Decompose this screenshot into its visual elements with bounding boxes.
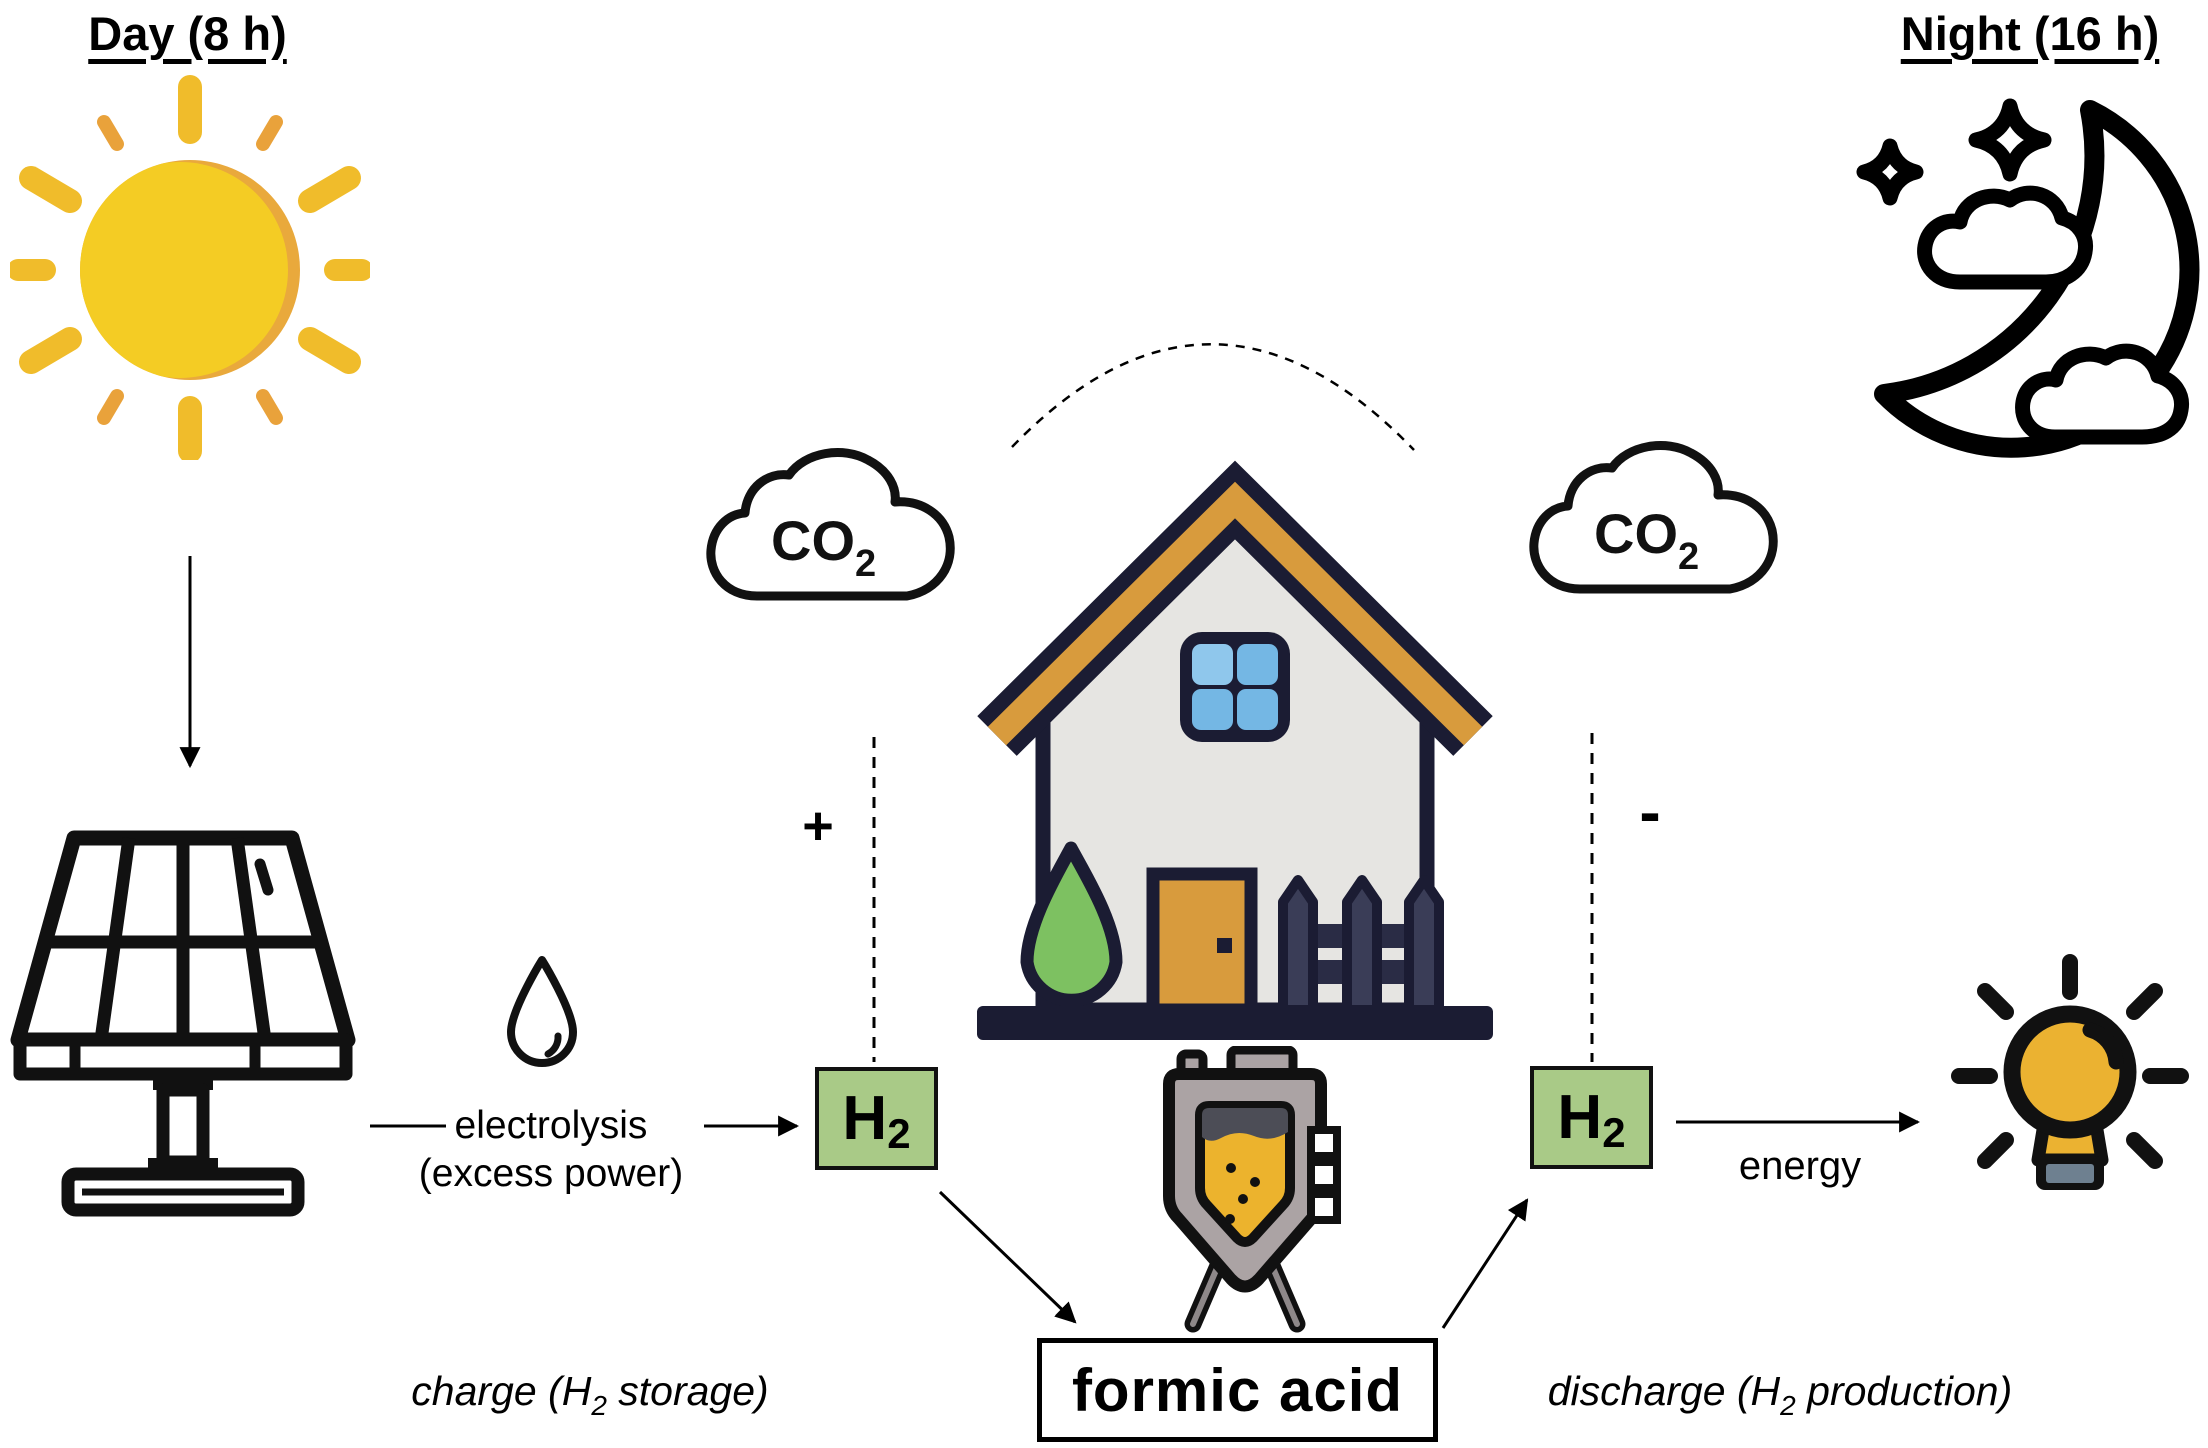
- h2-label-subscript: 2: [887, 1109, 911, 1157]
- co2-label: CO: [771, 509, 855, 572]
- h2-label-subscript: 2: [1602, 1108, 1626, 1156]
- house-base: [977, 1006, 1493, 1040]
- electrolysis-line2: (excess power): [418, 1151, 684, 1195]
- lightbulb-icon: [1951, 954, 2189, 1190]
- discharge-label: discharge (H2 production): [1547, 1368, 2013, 1421]
- charge-label: charge (H2 storage): [411, 1368, 769, 1421]
- energy-label: energy: [1738, 1144, 1862, 1188]
- cloud-icon: [1917, 185, 2093, 290]
- sun-icon: [10, 75, 370, 460]
- day-title: Day (8 h): [88, 7, 287, 60]
- co2-cloud-icon: CO 2: [1529, 441, 1778, 594]
- formic-acid-label: formic acid: [1071, 1356, 1404, 1424]
- house-tree: [1020, 841, 1123, 1007]
- house-icon: [977, 460, 1493, 1040]
- minus-sign: -: [1639, 776, 1661, 848]
- electrolysis-label: electrolysis (excess power): [396, 1102, 706, 1197]
- water-droplet-icon: [507, 956, 577, 1067]
- house-door: [1146, 867, 1258, 1017]
- co2-subscript: 2: [1678, 536, 1699, 578]
- electrolysis-line1: electrolysis: [454, 1104, 648, 1147]
- house-fence: [1278, 875, 1444, 1015]
- house-window: [1180, 632, 1290, 742]
- plus-sign: +: [802, 796, 834, 856]
- co2-label: CO: [1594, 502, 1678, 565]
- formic-acid-to-h2-arrow: [1441, 1198, 1529, 1329]
- star-icon: [1856, 138, 1924, 206]
- night-title: Night (16 h): [1900, 7, 2160, 60]
- moon-stars-clouds-icon: [1856, 98, 2200, 458]
- co2-subscript: 2: [855, 543, 876, 585]
- formic-acid-box: formic acid: [1037, 1338, 1438, 1442]
- h2-label: H: [842, 1084, 888, 1153]
- formic-acid-reactor-icon: [1163, 1046, 1341, 1333]
- co2-exchange-arc: [1011, 343, 1415, 451]
- co2-cloud-icon: CO 2: [706, 448, 955, 601]
- solar-panel-icon: [10, 830, 356, 1217]
- h2-to-formic-acid-arrow: [938, 1190, 1077, 1324]
- cloud-icon: [2015, 343, 2189, 445]
- h2-label: H: [1557, 1083, 1603, 1152]
- star-icon: [1968, 98, 2052, 182]
